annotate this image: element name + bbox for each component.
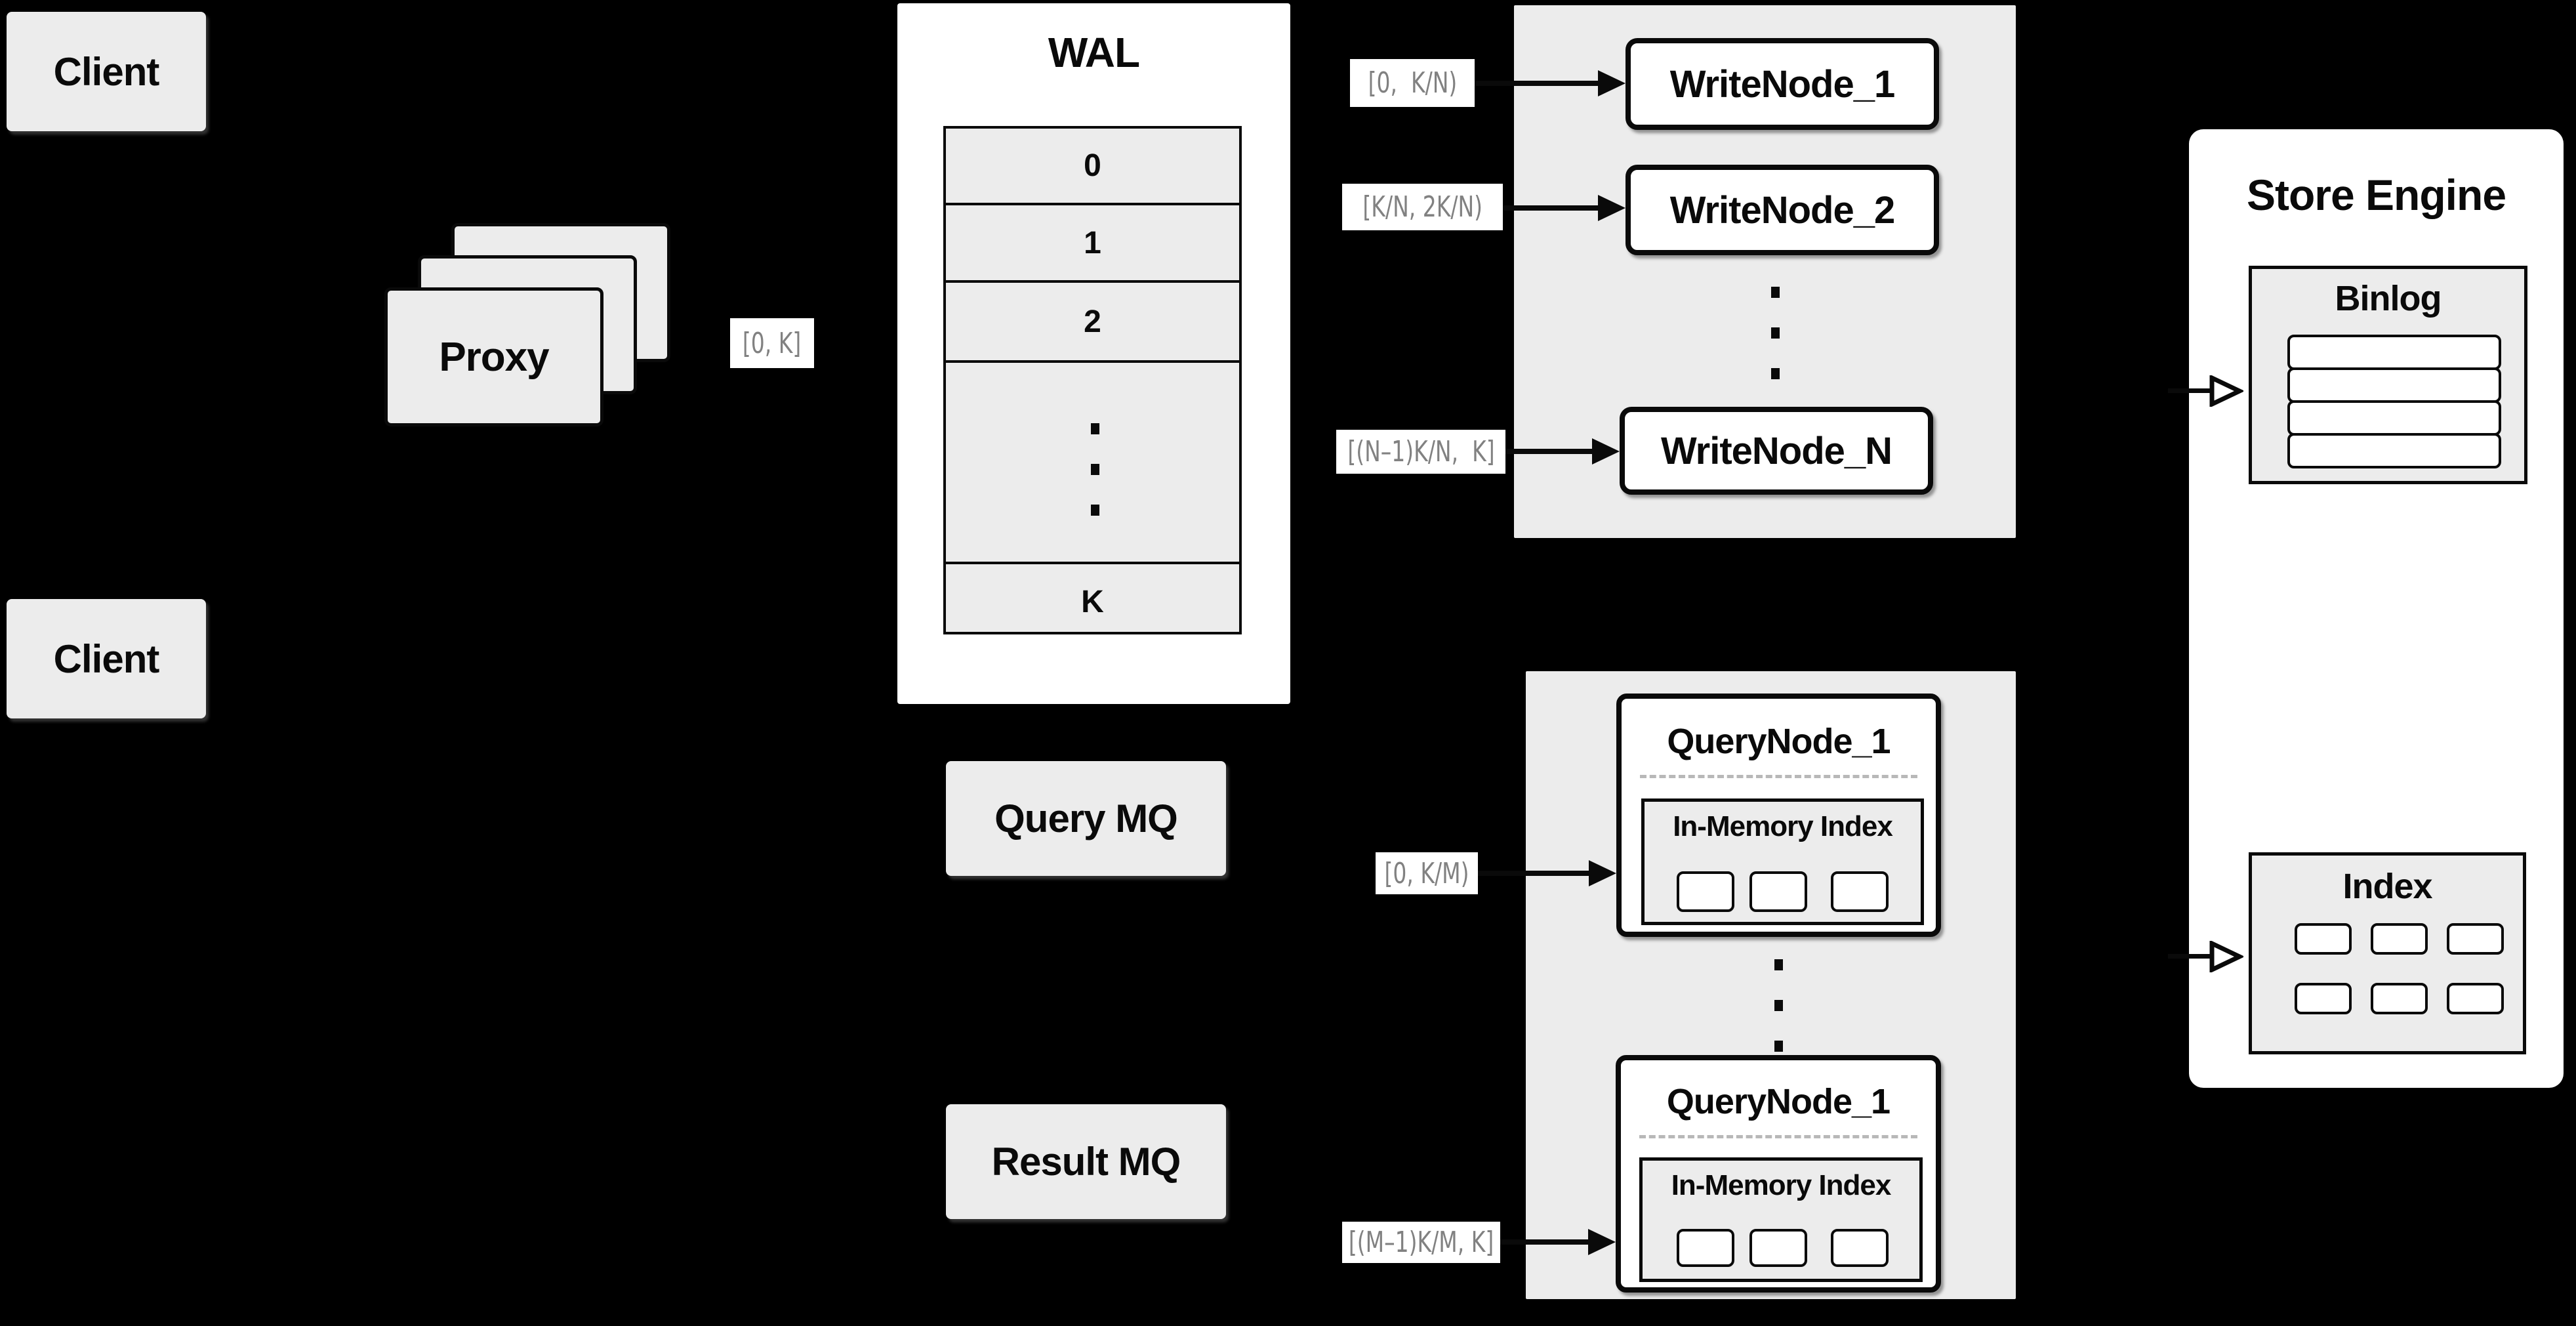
proxy-label: Proxy: [439, 334, 549, 380]
binlog-bar: [2287, 367, 2501, 403]
index-cell: [2447, 983, 2504, 1014]
query-mq-label: Query MQ: [994, 797, 1178, 840]
index-title: Index: [2342, 867, 2432, 906]
query-node-top-box: QueryNode_1 In-Memory Index: [1616, 694, 1941, 937]
segment-cell: [1831, 871, 1889, 912]
in-memory-index-bottom-box: In-Memory Index: [1639, 1157, 1923, 1282]
index-box: Index: [2249, 852, 2526, 1054]
index-cell: [2447, 923, 2504, 955]
index-cell: [2295, 983, 2352, 1014]
wal-segment-table: 0 1 2 K: [943, 126, 1242, 634]
arrow-line: [1475, 81, 1598, 86]
segment-cell: [1749, 1229, 1807, 1267]
arrow-line: [2168, 388, 2211, 393]
segment-cell: [1677, 1229, 1734, 1267]
binlog-bar: [2287, 335, 2501, 370]
range-chip-proxy-out-text: [0, K]: [743, 326, 802, 360]
client-top-label: Client: [53, 49, 160, 94]
binlog-box: Binlog: [2249, 266, 2527, 484]
query-node-top-title: QueryNode_1: [1667, 722, 1891, 761]
in-memory-index-top-label: In-Memory Index: [1673, 810, 1893, 842]
binlog-bar: [2287, 400, 2501, 436]
range-chip-query-bottom-text: [(M–1)K/M, K]: [1348, 1226, 1494, 1259]
arrow-line: [1505, 449, 1592, 454]
hollow-arrow-head-icon: [2209, 941, 2243, 972]
write-node-1-box: WriteNode_1: [1625, 38, 1939, 130]
segment-cell: [1749, 871, 1807, 912]
index-cell: [2371, 923, 2428, 955]
wal-panel: WAL 0 1 2 K: [897, 3, 1290, 704]
write-node-2-label: WriteNode_2: [1669, 188, 1895, 232]
hollow-arrow-head-icon: [2209, 375, 2243, 407]
vertical-ellipsis-icon: [1774, 959, 1783, 1052]
result-mq-label: Result MQ: [991, 1140, 1181, 1184]
range-chip-write-2: [K/N, 2K/N): [1342, 184, 1503, 230]
range-chip-write-1: [0, K/N): [1350, 59, 1475, 107]
arrow-head-icon: [1592, 438, 1620, 465]
binlog-title: Binlog: [2335, 279, 2442, 318]
wal-segment-row: 2: [946, 283, 1239, 363]
vertical-ellipsis-icon: [1091, 423, 1099, 516]
arrow-line: [2168, 954, 2211, 959]
arrow-head-icon: [1589, 860, 1616, 886]
vertical-ellipsis-icon: [1771, 287, 1780, 379]
result-mq-box: Result MQ: [946, 1104, 1226, 1219]
arrow-line: [1478, 871, 1589, 876]
range-chip-proxy-out: [0, K]: [730, 318, 814, 368]
client-bottom-label: Client: [53, 636, 160, 681]
range-chip-query-bottom: [(M–1)K/M, K]: [1342, 1222, 1500, 1263]
index-cell: [2371, 983, 2428, 1014]
write-node-n-label: WriteNode_N: [1660, 429, 1892, 472]
dashed-divider: [1640, 775, 1917, 778]
range-chip-write-n: [(N–1)K/N, K]: [1336, 430, 1505, 474]
write-node-n-box: WriteNode_N: [1620, 407, 1933, 495]
wal-segment-row: 1: [946, 205, 1239, 283]
dashed-divider: [1639, 1135, 1917, 1138]
arrow-line: [1503, 205, 1598, 211]
query-mq-box: Query MQ: [946, 761, 1226, 876]
wal-title: WAL: [1048, 29, 1140, 76]
client-top-box: Client: [7, 12, 206, 131]
wal-ellipsis-row: [946, 363, 1239, 564]
query-node-bottom-box: QueryNode_1 In-Memory Index: [1616, 1055, 1941, 1293]
proxy-card-front: Proxy: [384, 287, 603, 426]
range-chip-query-top: [0, K/M): [1376, 852, 1478, 894]
in-memory-index-bottom-label: In-Memory Index: [1671, 1169, 1892, 1201]
binlog-bar: [2287, 433, 2501, 468]
store-engine-panel: Store Engine Binlog Index: [2189, 129, 2564, 1088]
range-chip-write-n-text: [(N–1)K/N, K]: [1347, 435, 1495, 468]
segment-cell: [1677, 871, 1734, 912]
query-node-bottom-title: QueryNode_1: [1666, 1082, 1891, 1121]
arrow-head-icon: [1598, 195, 1625, 221]
client-bottom-box: Client: [7, 599, 206, 718]
range-chip-write-2-text: [K/N, 2K/N): [1362, 190, 1482, 224]
arrow-head-icon: [1588, 1229, 1616, 1255]
range-chip-write-1-text: [0, K/N): [1368, 66, 1457, 100]
wal-segment-row: 0: [946, 129, 1239, 205]
in-memory-index-top-box: In-Memory Index: [1641, 798, 1924, 925]
segment-cell: [1831, 1229, 1889, 1267]
range-chip-query-top-text: [0, K/M): [1384, 856, 1469, 890]
arrow-head-icon: [1598, 70, 1625, 96]
arrow-line: [1500, 1239, 1588, 1245]
write-node-2-box: WriteNode_2: [1625, 165, 1939, 255]
store-engine-title: Store Engine: [2246, 171, 2506, 219]
write-node-1-label: WriteNode_1: [1669, 62, 1895, 106]
index-cell: [2295, 923, 2352, 955]
wal-segment-row: K: [1081, 585, 1104, 619]
